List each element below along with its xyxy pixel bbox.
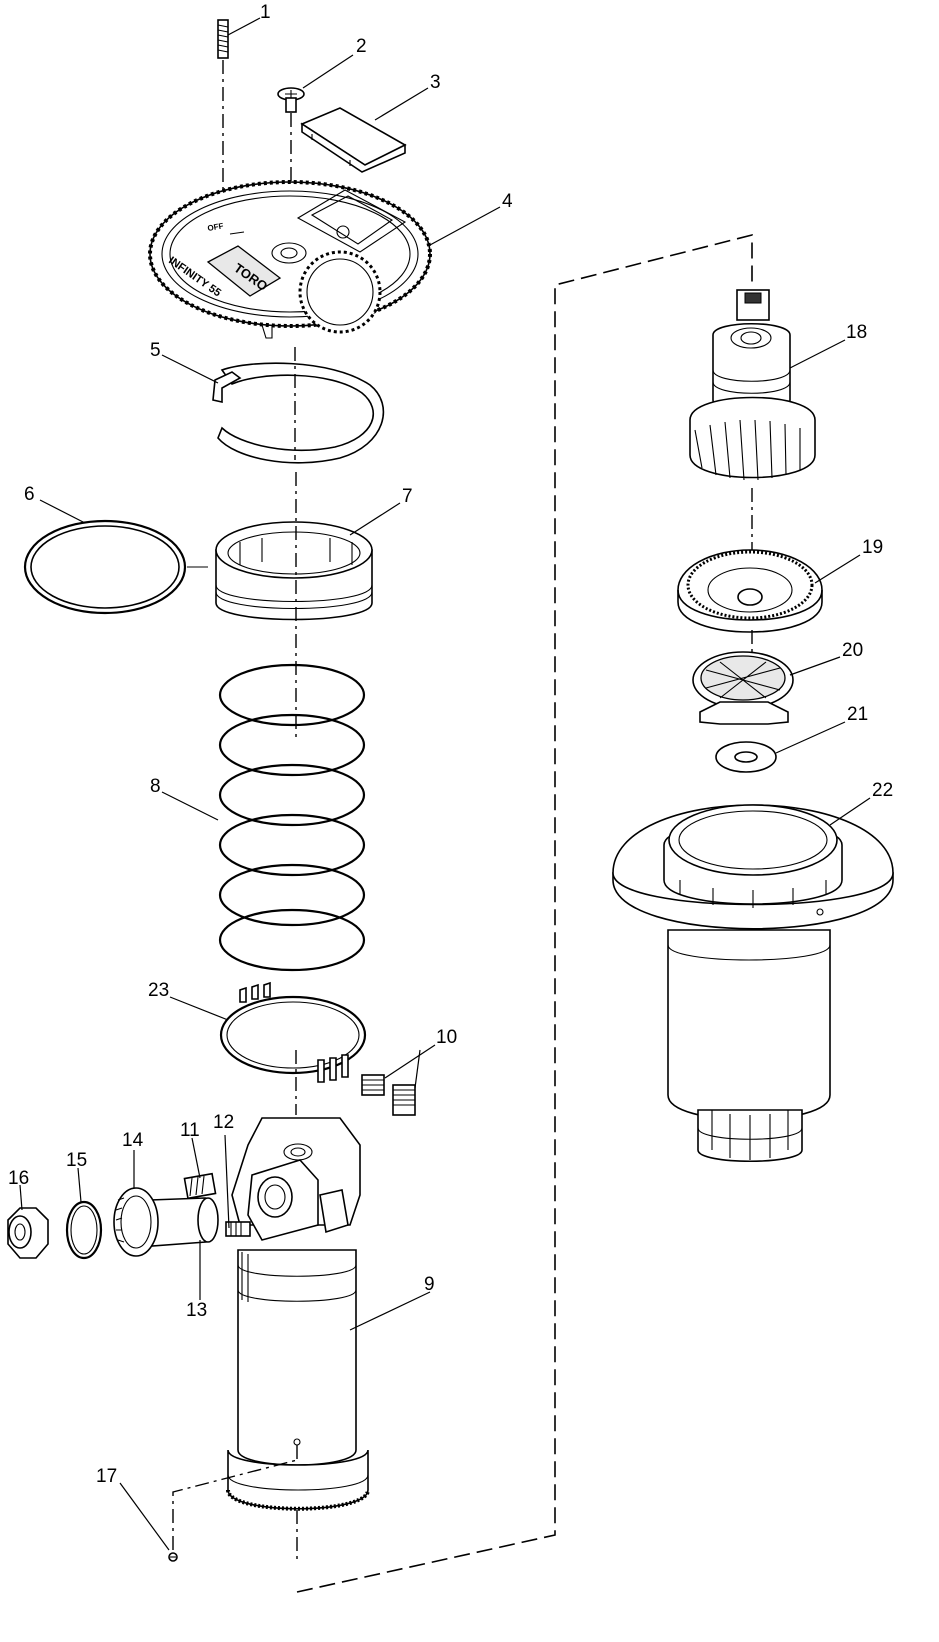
part-19-nozzle-base <box>677 549 823 660</box>
callout-7: 7 <box>402 486 413 507</box>
part-4-cover-gear: TORO INFINITY 55 OFF <box>148 180 432 339</box>
part-20-screen <box>692 651 794 725</box>
callout-15: 15 <box>66 1150 87 1171</box>
part-9-body <box>225 1117 370 1560</box>
callout-3: 3 <box>430 72 441 93</box>
leader-lines <box>19 17 871 1551</box>
part-7-collar <box>215 472 373 740</box>
callout-9: 9 <box>424 1274 435 1295</box>
callout-11: 11 <box>180 1120 200 1141</box>
callout-2: 2 <box>356 36 367 57</box>
callout-13: 13 <box>186 1300 207 1321</box>
part-5-split-ring <box>212 347 385 464</box>
part-22-case <box>612 804 894 1163</box>
callout-21: 21 <box>847 704 868 725</box>
part-8-spring <box>218 663 366 972</box>
rotor-alignment-path <box>296 233 753 1593</box>
part-11-nipple <box>183 1172 217 1200</box>
part-6-o-ring <box>23 519 208 615</box>
part-10-plugs <box>361 1074 416 1116</box>
callout-20: 20 <box>842 640 863 661</box>
part-23-retaining-ring <box>219 981 367 1115</box>
callout-5: 5 <box>150 340 161 361</box>
callout-23: 23 <box>148 980 169 1001</box>
callout-4: 4 <box>502 191 513 212</box>
callout-labels: 1 2 3 4 5 6 7 8 9 10 11 12 13 14 15 16 1… <box>8 2 893 1487</box>
callout-6: 6 <box>24 484 35 505</box>
callout-8: 8 <box>150 776 161 797</box>
callout-12: 12 <box>213 1112 234 1133</box>
callout-16: 16 <box>8 1168 29 1189</box>
callout-19: 19 <box>862 537 883 558</box>
part-21-washer <box>715 741 777 773</box>
cover-arrow-text: OFF <box>207 221 224 233</box>
callout-1: 1 <box>260 2 271 23</box>
part-14-swing-fitting <box>113 1187 219 1257</box>
callout-10: 10 <box>436 1027 457 1048</box>
part-18-rotor <box>689 289 816 560</box>
part-17-screw <box>168 1459 298 1562</box>
callout-18: 18 <box>846 322 867 343</box>
part-3-access-plate <box>300 107 407 173</box>
part-16-plug <box>7 1207 49 1259</box>
callout-14: 14 <box>122 1130 144 1151</box>
callout-17: 17 <box>96 1466 117 1487</box>
part-15-o-ring <box>65 1200 103 1260</box>
callout-22: 22 <box>872 780 893 801</box>
